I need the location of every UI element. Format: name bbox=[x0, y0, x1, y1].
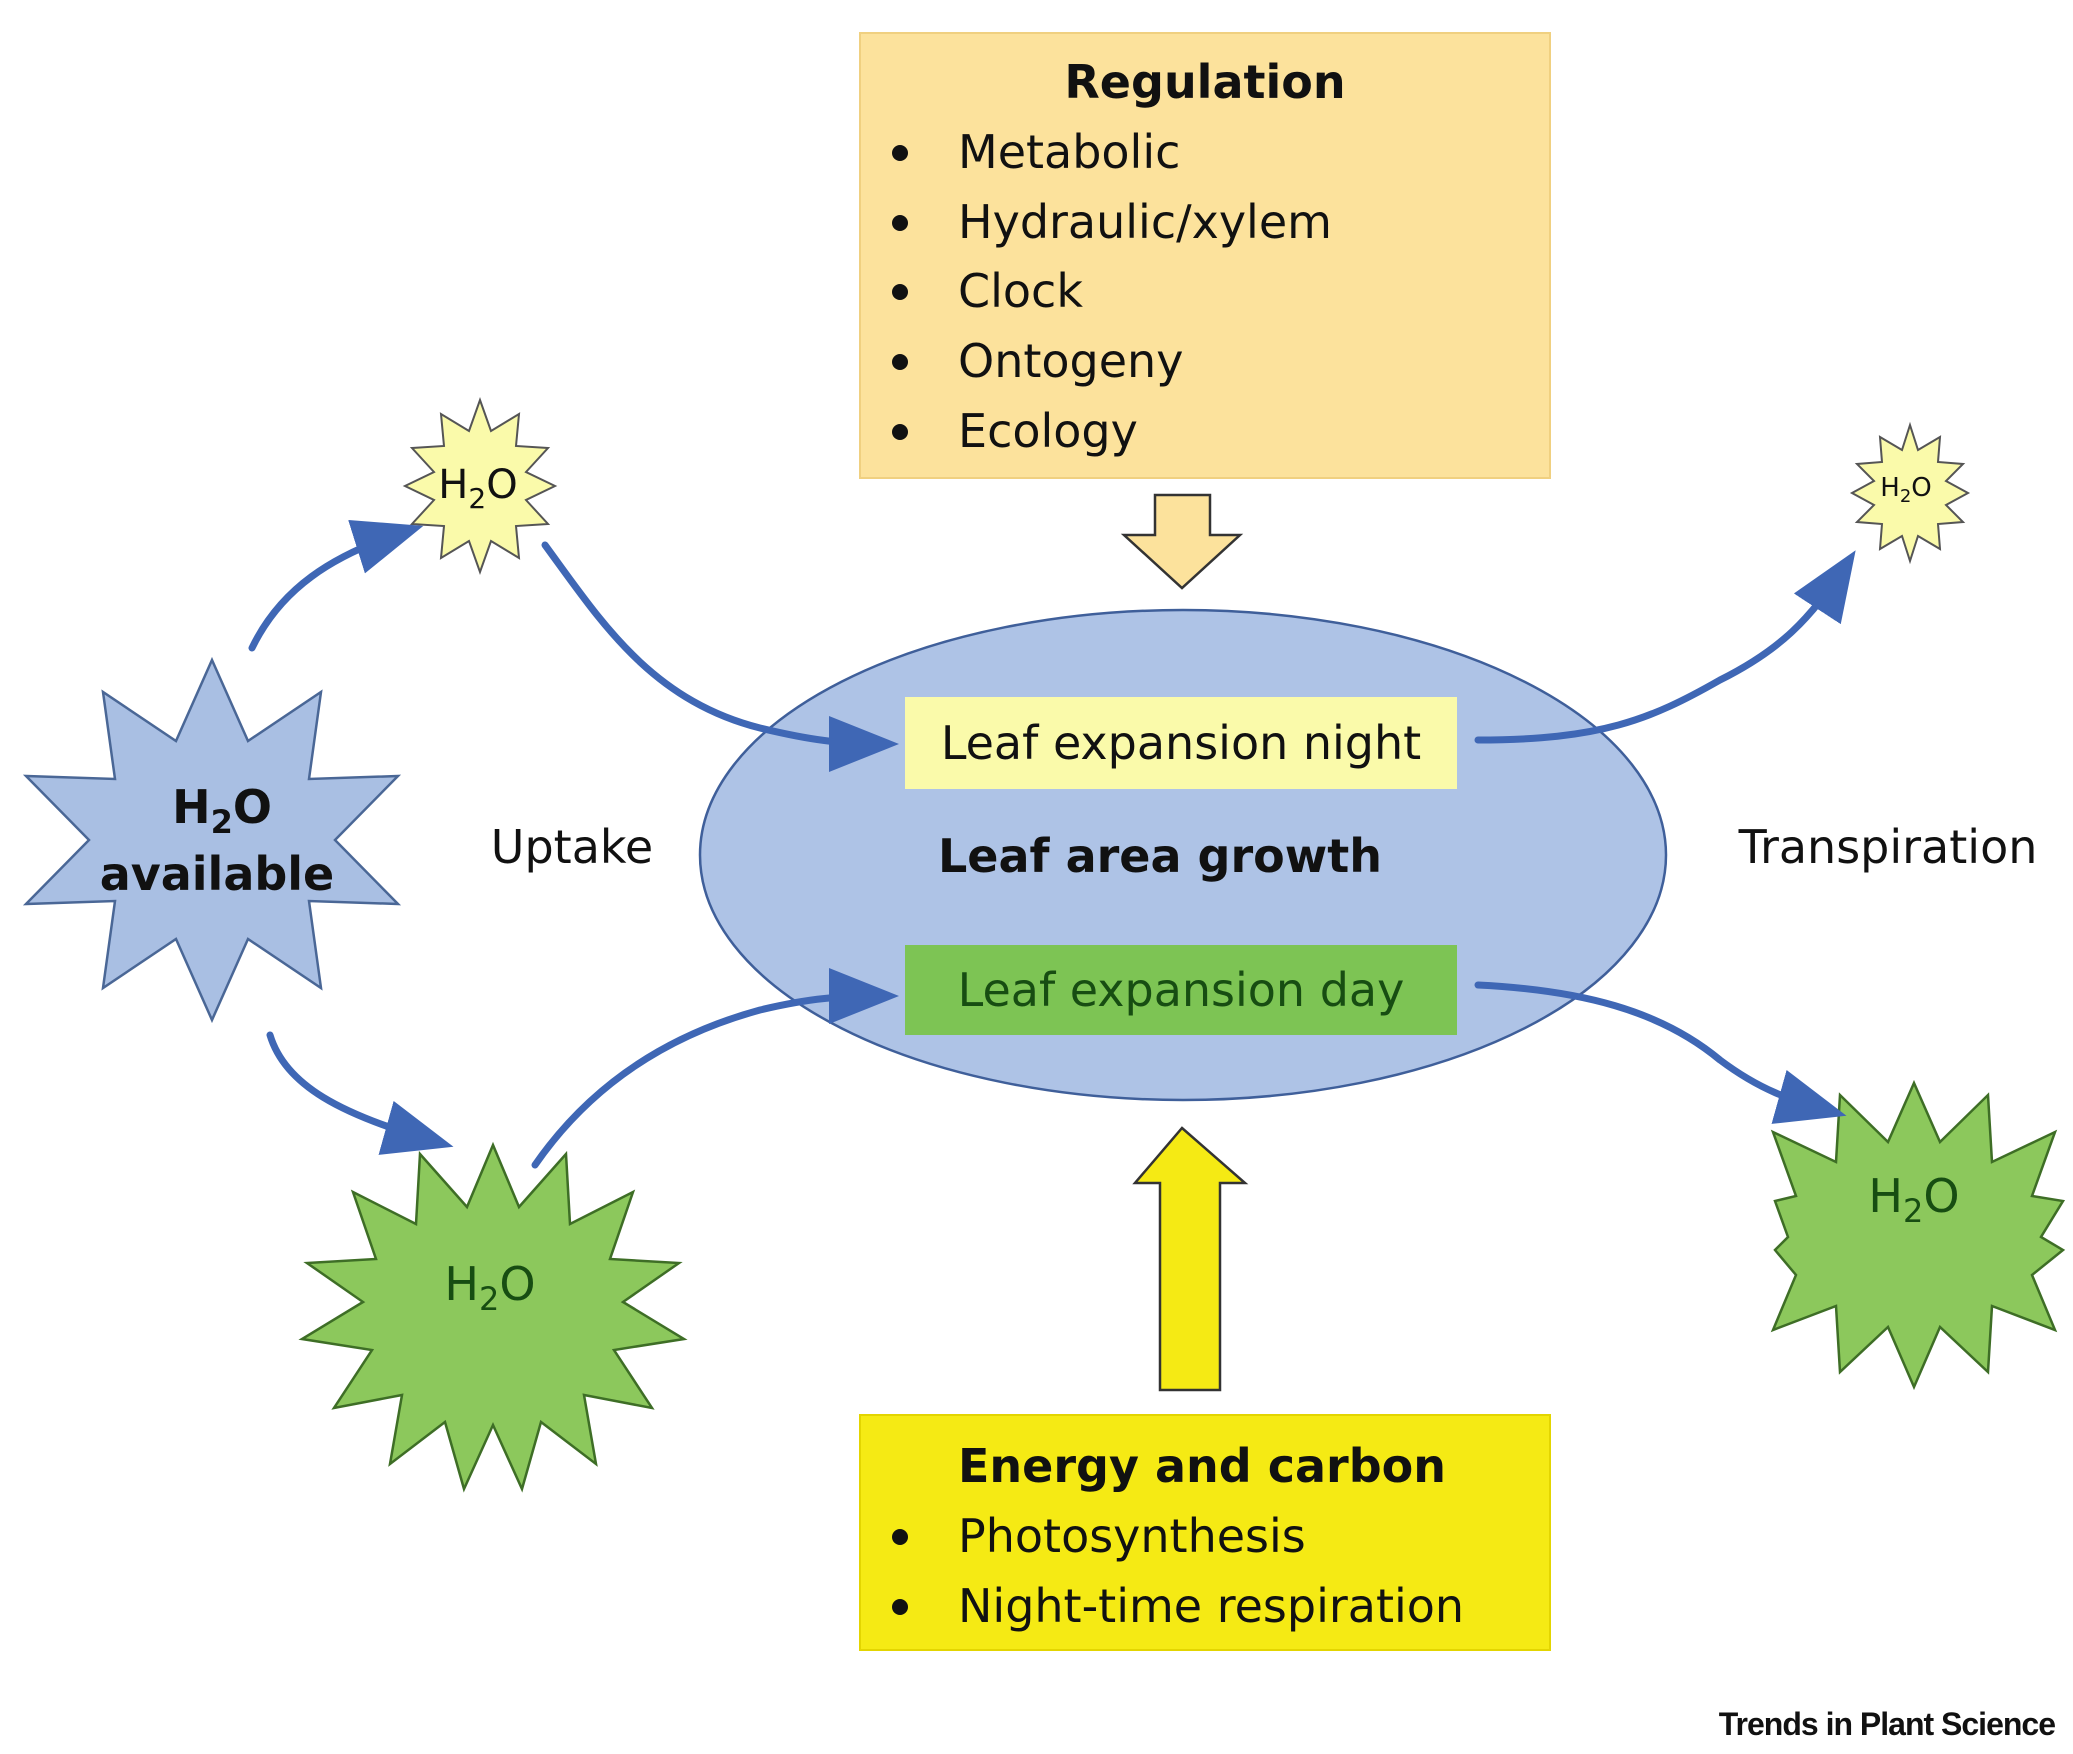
water-yellow-star-small: H2O bbox=[402, 397, 558, 575]
bullet-dot bbox=[892, 1599, 908, 1615]
energy-item-night-respiration: Night-time respiration bbox=[958, 1579, 1464, 1633]
h-letter: H bbox=[438, 462, 468, 508]
arrow-available-to-yellow bbox=[248, 519, 424, 652]
h-letter: H bbox=[1868, 1169, 1903, 1223]
svg-text:H2O: H2O bbox=[1880, 473, 1931, 507]
available-label: available bbox=[100, 847, 335, 901]
water-green-star-right: H2O bbox=[1770, 1079, 2066, 1391]
subscript-two: 2 bbox=[1900, 486, 1911, 507]
bullet-dot bbox=[892, 424, 908, 440]
o-letter: O bbox=[233, 780, 272, 834]
blue-star-shape bbox=[22, 656, 402, 1024]
regulation-item-ontogeny: Ontogeny bbox=[958, 334, 1183, 388]
svg-text:H2O: H2O bbox=[444, 1257, 535, 1318]
h-letter: H bbox=[444, 1257, 479, 1311]
regulation-title: Regulation bbox=[1064, 55, 1345, 109]
water-green-star-left: H2O bbox=[298, 1141, 688, 1493]
subscript-two: 2 bbox=[479, 1280, 499, 1318]
h-letter: H bbox=[172, 780, 211, 834]
o-letter: O bbox=[499, 1257, 535, 1311]
o-letter: O bbox=[486, 462, 517, 508]
bullet-dot bbox=[892, 1529, 908, 1545]
transpiration-label: Transpiration bbox=[1738, 820, 2038, 874]
regulation-item-metabolic: Metabolic bbox=[958, 125, 1180, 179]
subscript-two: 2 bbox=[1903, 1192, 1923, 1230]
bullet-dot bbox=[892, 284, 908, 300]
regulation-box: Regulation Metabolic Hydraulic/xylem Clo… bbox=[859, 32, 1551, 479]
leaf-expansion-night-box: Leaf expansion night bbox=[905, 697, 1457, 789]
svg-text:H2O: H2O bbox=[172, 780, 272, 841]
svg-text:H2O: H2O bbox=[438, 462, 517, 515]
o-letter: O bbox=[1911, 473, 1931, 503]
leaf-area-growth-title: Leaf area growth bbox=[938, 829, 1382, 883]
leaf-expansion-day-box: Leaf expansion day bbox=[905, 945, 1457, 1035]
uptake-label: Uptake bbox=[491, 820, 653, 874]
o-letter: O bbox=[1923, 1169, 1959, 1223]
regulation-item-clock: Clock bbox=[958, 264, 1083, 318]
arrow-yellow-to-night bbox=[541, 541, 899, 772]
bullet-dot bbox=[892, 215, 908, 231]
regulation-item-hydraulic: Hydraulic/xylem bbox=[958, 195, 1332, 249]
regulation-list: Metabolic Hydraulic/xylem Clock Ontogeny… bbox=[892, 125, 1332, 458]
arrow-green-to-day bbox=[531, 968, 899, 1169]
subscript-two: 2 bbox=[468, 482, 486, 515]
h-letter: H bbox=[1880, 473, 1900, 503]
subscript-two: 2 bbox=[211, 803, 233, 841]
arrow-day-to-green bbox=[1474, 981, 1847, 1124]
energy-box: Energy and carbon Photosynthesis Night-t… bbox=[859, 1414, 1551, 1651]
energy-item-photosynthesis: Photosynthesis bbox=[958, 1509, 1306, 1563]
arrow-night-to-transpiration bbox=[1474, 550, 1856, 744]
bullet-dot bbox=[892, 354, 908, 370]
leaf-expansion-night-label: Leaf expansion night bbox=[941, 716, 1421, 770]
bullet-dot bbox=[892, 145, 908, 161]
journal-credit: Trends in Plant Science bbox=[1719, 1706, 2055, 1742]
regulation-item-ecology: Ecology bbox=[958, 404, 1138, 458]
regulation-down-arrow bbox=[1120, 493, 1244, 590]
arrow-available-to-green bbox=[266, 1031, 454, 1155]
water-available-star: H2O available bbox=[22, 656, 402, 1024]
water-yellow-star-right: H2O bbox=[1849, 421, 1971, 565]
svg-text:H2O: H2O bbox=[1868, 1169, 1959, 1230]
energy-up-arrow bbox=[1132, 1126, 1249, 1392]
leaf-expansion-day-label: Leaf expansion day bbox=[958, 963, 1405, 1017]
flow-arrows bbox=[248, 519, 1856, 1169]
energy-title: Energy and carbon bbox=[958, 1439, 1446, 1493]
